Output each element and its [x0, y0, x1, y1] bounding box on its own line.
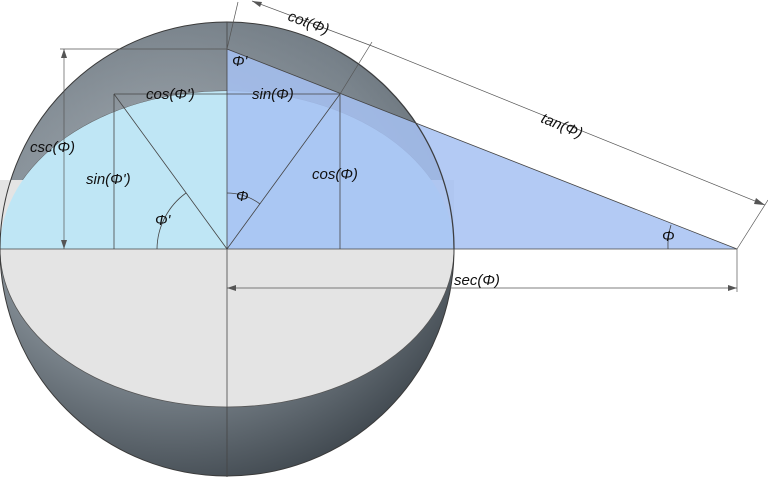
cot-tan-ext-mid: [339, 41, 373, 95]
sec-arrow-left: [227, 285, 236, 291]
angle-arc-phi-prime: [156, 192, 187, 250]
sec-arrow-right: [728, 285, 737, 291]
label-phi-far: Φ: [662, 228, 675, 245]
label-phi-prime-angle: Φ': [155, 212, 172, 229]
cot-dim-line: [251, 0, 373, 47]
angle-arc-phi-far: [667, 224, 672, 250]
label-cos-phi: cos(Φ): [312, 166, 358, 183]
angle-arc-phi: [226, 192, 261, 205]
cot-arrow-start: [252, 1, 262, 7]
label-tan: tan(Φ): [539, 110, 586, 142]
cot-tan-ext-start: [226, 1, 239, 50]
label-phi-prime-top: Φ': [232, 53, 249, 70]
radius-phi-prime: [113, 93, 228, 250]
csc-arrow-top: [61, 49, 67, 58]
cot-tan-ext-end: [736, 199, 768, 250]
label-csc: csc(Φ): [30, 139, 75, 156]
label-sin-phi-prime: sin(Φ'): [86, 171, 131, 188]
tan-arrow-end: [754, 198, 765, 205]
label-phi-center: Φ: [236, 188, 249, 205]
label-sec: sec(Φ): [454, 272, 500, 289]
csc-arrow-bottom: [61, 240, 67, 249]
hypotenuse-line: [226, 48, 738, 250]
label-cos-phi-prime: cos(Φ'): [146, 86, 195, 103]
label-sin-phi: sin(Φ): [252, 86, 294, 103]
tan-dim-line: [371, 45, 766, 206]
radius-phi: [226, 93, 341, 250]
